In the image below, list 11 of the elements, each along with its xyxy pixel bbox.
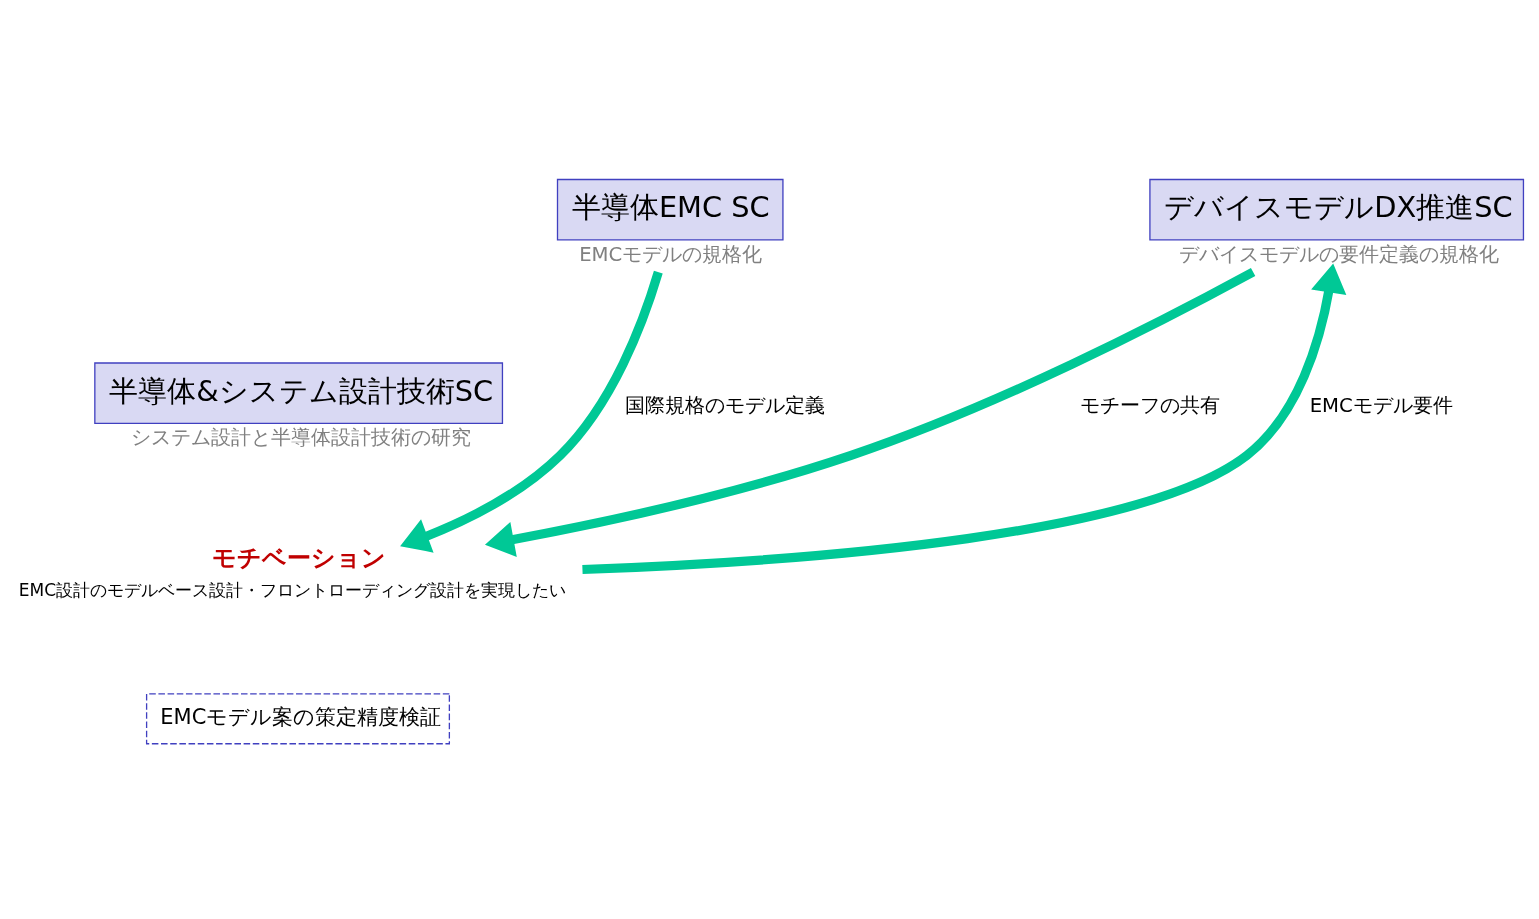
node-label: システム設計と半導体設計技術の研究 [130, 425, 471, 449]
arrow [400, 270, 663, 553]
node-box: EMCモデル案の策定精度検証 [145, 692, 451, 744]
node-label: デバイスモデルの要件定義の規格化 [1178, 242, 1499, 266]
edge-label: モチーフの共有 [1079, 393, 1220, 417]
edge-label: EMCモデル要件 [1309, 393, 1453, 417]
arrow [582, 262, 1347, 574]
edge-label: 国際規格のモデル定義 [624, 393, 825, 417]
node-label: EMCモデルの規格化 [579, 242, 763, 266]
node-text: モチベーション EMC設計のモデルベース設計・フロントローディング設計を実現したい [18, 543, 567, 600]
arrow [484, 267, 1256, 557]
